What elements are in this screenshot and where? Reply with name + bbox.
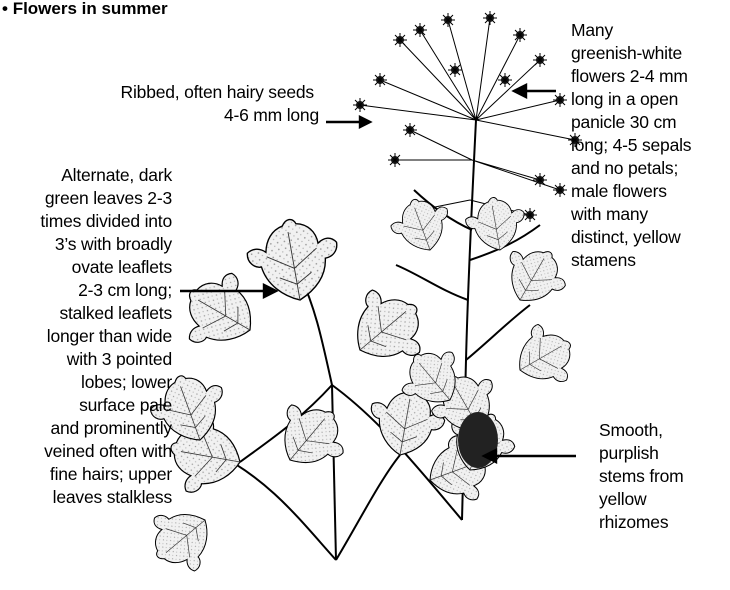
stems-line-3: stems from	[599, 465, 684, 488]
leaves-line-3: times divided into	[40, 210, 172, 233]
leaves	[137, 190, 585, 583]
flower-panicle	[360, 18, 575, 215]
leaves-label: Alternate, dark green leaves 2-3 times d…	[40, 164, 172, 509]
stems-line-1: Smooth,	[599, 419, 684, 442]
leaves-line-2: green leaves 2-3	[40, 187, 172, 210]
stems-line-4: yellow	[599, 488, 684, 511]
leaves-line-12: and prominently	[40, 417, 172, 440]
stems-label: Smooth, purplish stems from yellow rhizo…	[599, 419, 684, 534]
seeds-label: Ribbed, often hairy seeds 4-6 mm long	[121, 81, 314, 127]
leaves-line-15: leaves stalkless	[40, 486, 172, 509]
leaves-line-13: veined often with	[40, 440, 172, 463]
leaves-line-11: surface pale	[40, 394, 172, 417]
leaves-line-9: with 3 pointed	[40, 348, 172, 371]
seeds-line-1: Ribbed, often hairy seeds	[121, 81, 314, 104]
flowers-line-8: male flowers	[571, 180, 691, 203]
leaves-line-7: stalked leaflets	[40, 302, 172, 325]
flowers-line-3: flowers 2-4 mm	[571, 65, 691, 88]
flowers-line-6: long; 4-5 sepals	[571, 134, 691, 157]
flowers-line-5: panicle 30 cm	[571, 111, 691, 134]
leaves-line-4: 3’s with broadly	[40, 233, 172, 256]
stems-line-2: purplish	[599, 442, 684, 465]
leaves-line-8: longer than wide	[40, 325, 172, 348]
flowers-label: Many greenish-white flowers 2-4 mm long …	[571, 19, 691, 272]
leaves-line-6: 2-3 cm long;	[40, 279, 172, 302]
flowers-line-7: and no petals;	[571, 157, 691, 180]
leaves-line-5: ovate leaflets	[40, 256, 172, 279]
leaves-line-1: Alternate, dark	[40, 164, 172, 187]
seeds-line-2: 4-6 mm long	[121, 104, 319, 127]
flowers-line-2: greenish-white	[571, 42, 691, 65]
leaves-line-10: lobes; lower	[40, 371, 172, 394]
leaves-line-14: fine hairs; upper	[40, 463, 172, 486]
stems-line-5: rhizomes	[599, 511, 684, 534]
flowers-line-1: Many	[571, 19, 691, 42]
flowers-line-11: stamens	[571, 249, 691, 272]
flowers-line-4: long in a open	[571, 88, 691, 111]
flowers-line-9: with many	[571, 203, 691, 226]
flowers-line-10: distinct, yellow	[571, 226, 691, 249]
